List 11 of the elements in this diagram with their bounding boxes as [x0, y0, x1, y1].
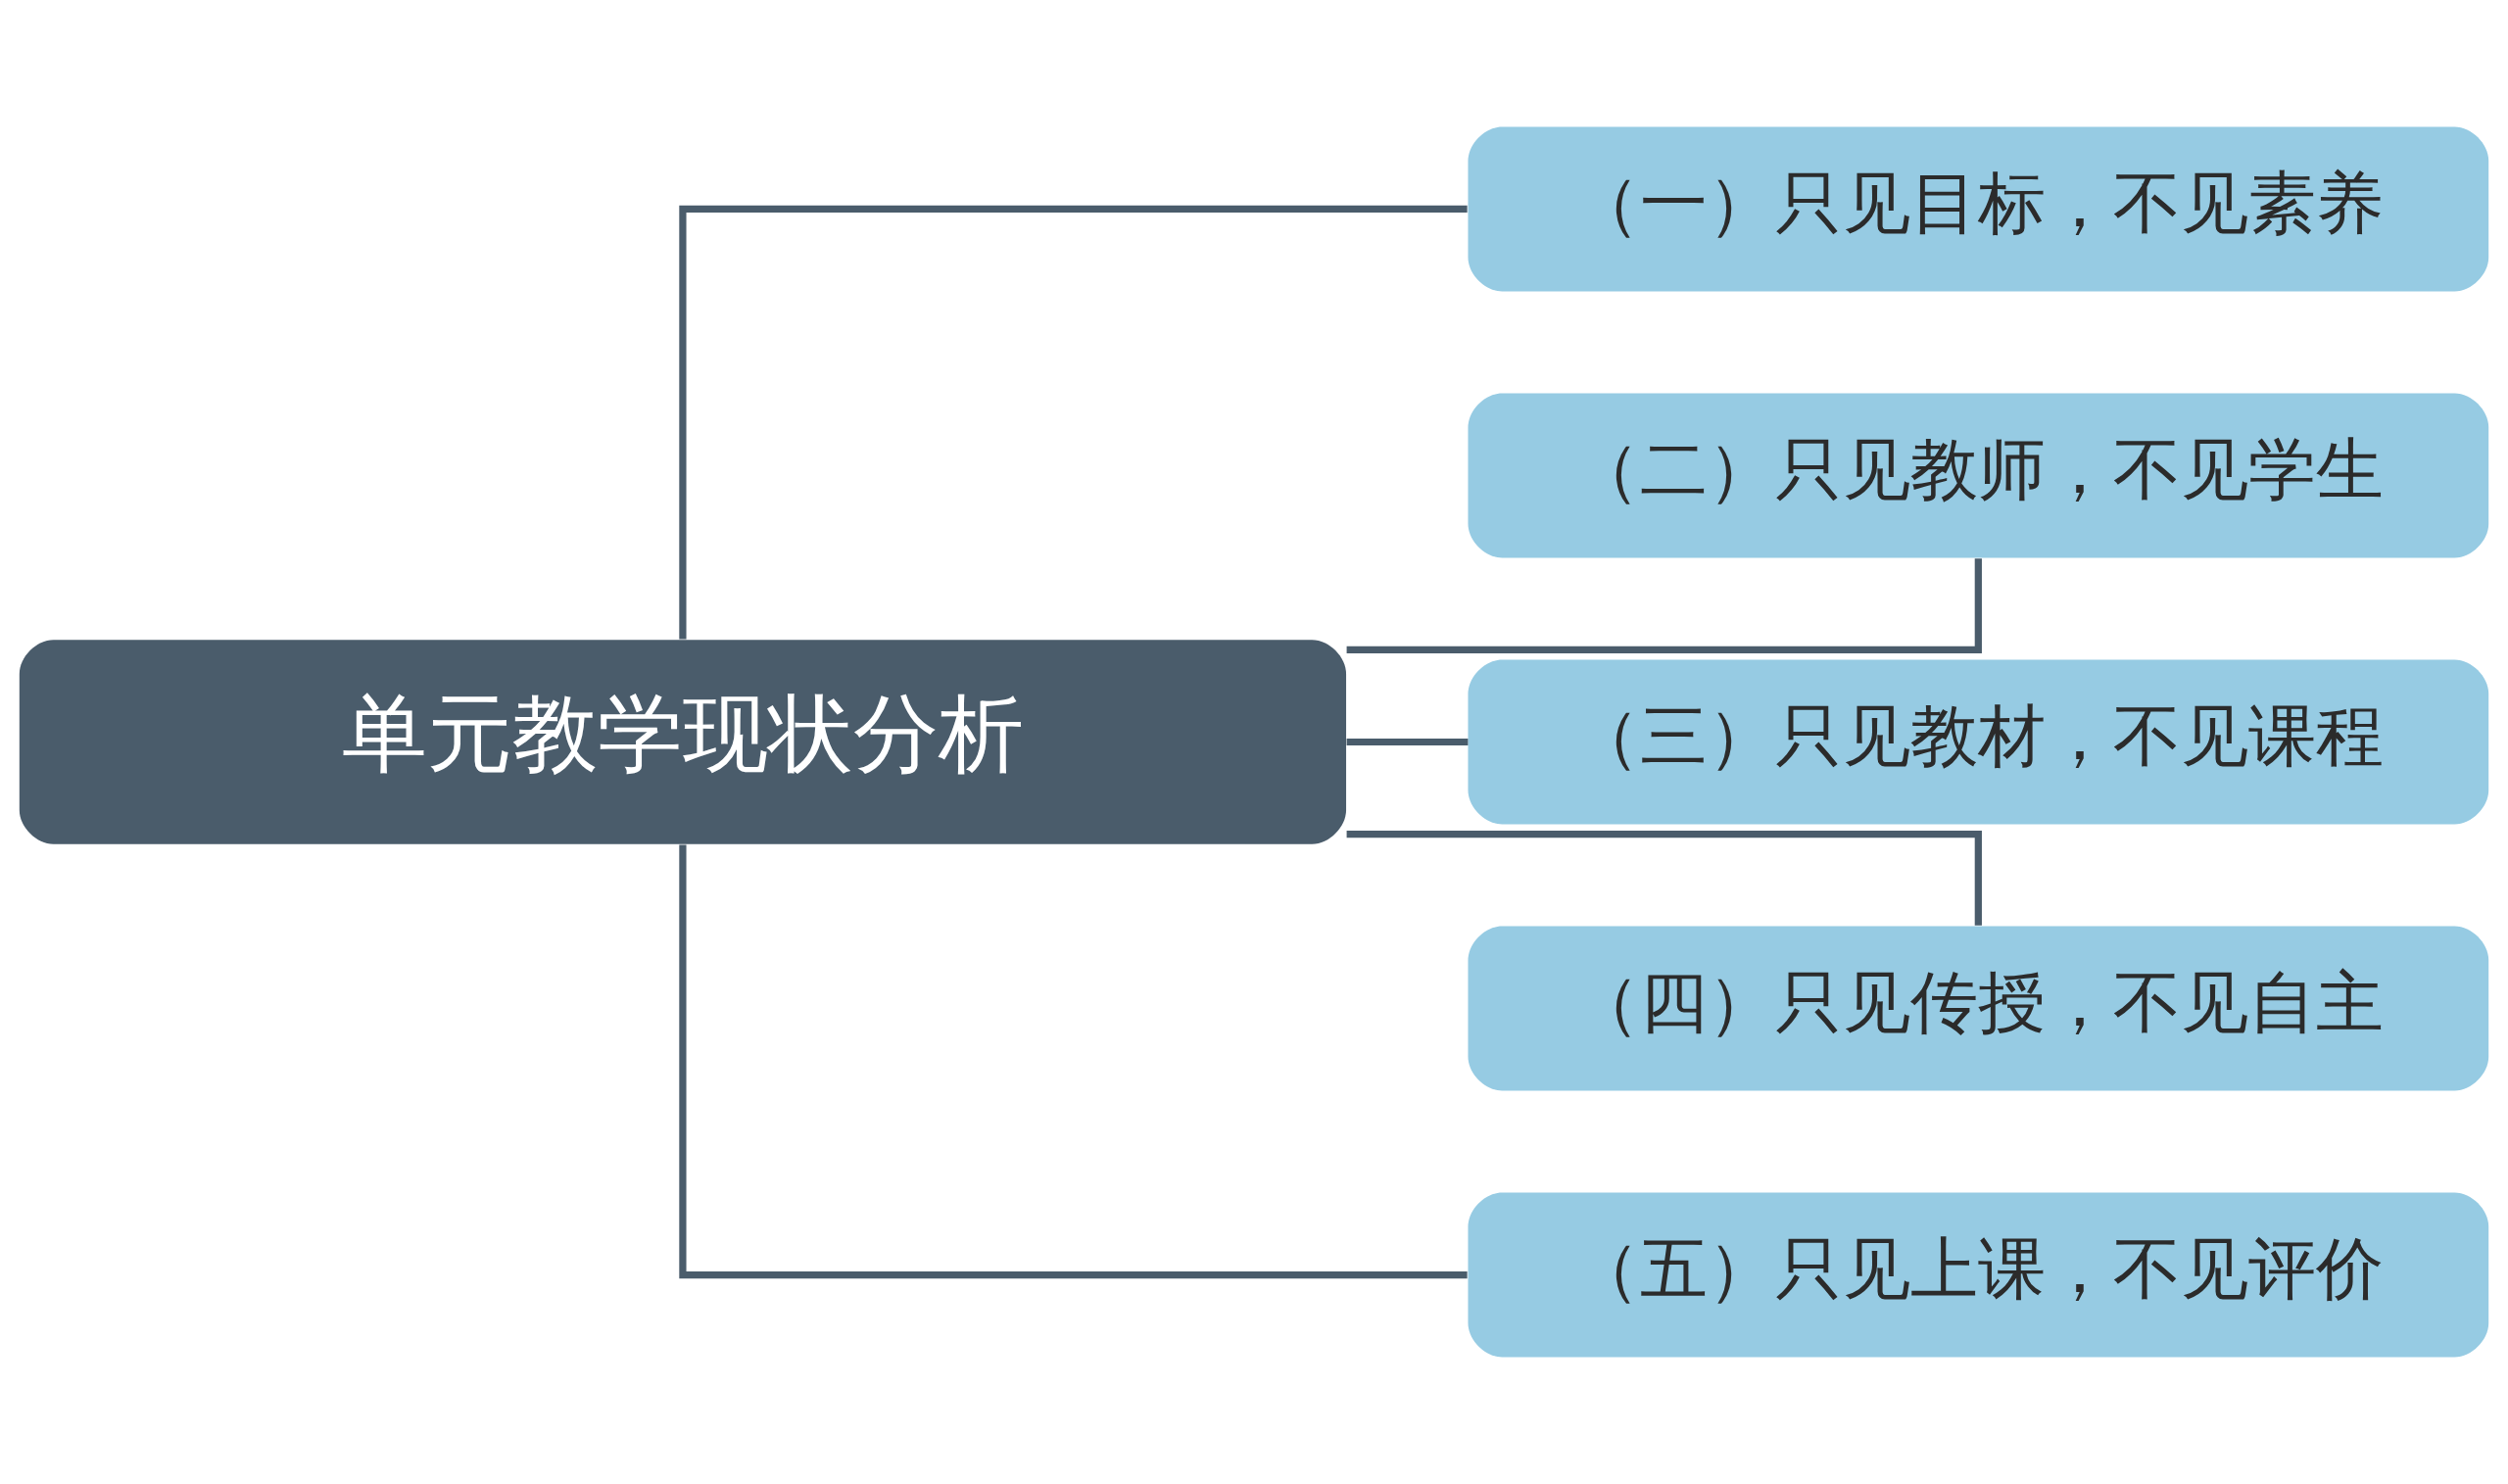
- connector: [1346, 830, 1982, 926]
- connector: [679, 205, 1468, 640]
- connector: [1346, 738, 1469, 746]
- node-box: （一）只见目标，不见素养: [1468, 126, 2489, 292]
- connector: [1346, 558, 1982, 654]
- node-box: （五）只见上课，不见评价: [1468, 1192, 2489, 1358]
- node-box: （三）只见教材，不见课程: [1468, 659, 2489, 825]
- node-box: （四）只见传授，不见自主: [1468, 926, 2489, 1091]
- connector: [679, 844, 1468, 1279]
- node-box: （二）只见教师，不见学生: [1468, 393, 2489, 558]
- node-box: 单元教学现状分析: [19, 640, 1347, 844]
